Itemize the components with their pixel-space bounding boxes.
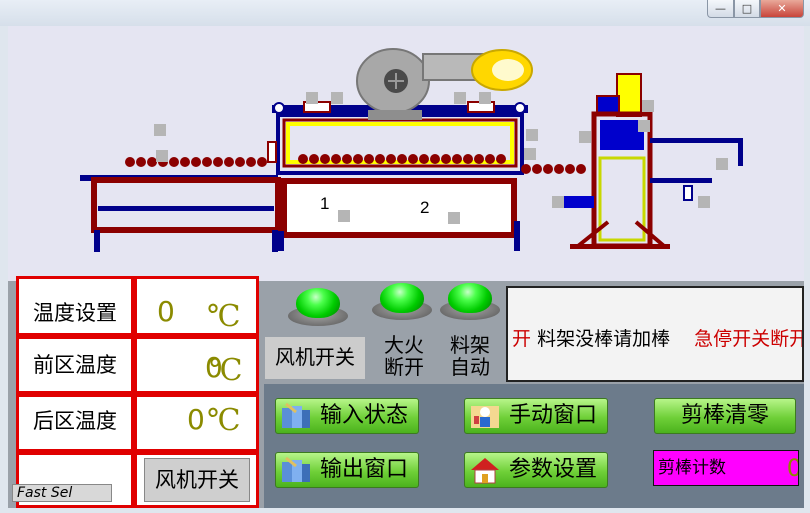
- parameter-settings-button[interactable]: 参数设置: [464, 452, 608, 488]
- input-status-icon: [282, 402, 310, 428]
- alarm-message-box: 开 料架没棒请加棒 急停开关断开: [506, 286, 804, 382]
- temp-set-unit: ℃: [207, 299, 241, 334]
- output-window-icon: [282, 456, 310, 482]
- furnace-body: 1 2: [278, 178, 520, 251]
- alarm-message-text: 开 料架没棒请加棒 急停开关断开: [512, 324, 804, 351]
- front-zone-label-cell: 前区温度: [16, 336, 134, 394]
- fire-off-label: 大火 断开: [374, 334, 434, 378]
- maximize-button[interactable]: □: [734, 0, 760, 18]
- fan-switch-label[interactable]: 风机开关: [265, 337, 365, 379]
- front-zone-value-cell: 0 ℃: [134, 336, 259, 394]
- rack-auto-label: 料架 自动: [440, 334, 500, 378]
- rods: [125, 154, 586, 174]
- input-status-label: 输入状态: [320, 403, 409, 428]
- message-alarm: 急停开关断开: [694, 328, 804, 350]
- minimize-button[interactable]: —: [707, 0, 734, 18]
- clear-cut-count-button[interactable]: 剪棒清零: [654, 398, 796, 434]
- front-zone-label: 前区温度: [33, 353, 117, 377]
- manual-window-button[interactable]: 手动窗口: [464, 398, 608, 434]
- rear-zone-value-cell: 0 ℃: [134, 394, 259, 452]
- blower-fan: [356, 48, 533, 120]
- rack-auto-label-line1: 料架: [450, 333, 490, 357]
- rack-auto-label-line2: 自动: [450, 355, 490, 379]
- zone-1-label: 1: [320, 194, 329, 213]
- fire-off-label-line2: 断开: [384, 355, 424, 379]
- output-window-label: 输出窗口: [320, 457, 409, 482]
- fan-lamp-icon: [296, 288, 340, 318]
- position-markers: [154, 92, 728, 224]
- furnace-diagram-svg: 1 2: [80, 48, 743, 252]
- close-button[interactable]: ✕: [760, 0, 804, 18]
- fast-sel-button[interactable]: Fast Sel: [12, 484, 112, 502]
- home-icon: [471, 458, 499, 484]
- temp-set-label: 温度设置: [33, 301, 117, 325]
- manual-window-icon: [471, 406, 499, 428]
- message-prefix: 开: [512, 328, 532, 350]
- rod-cutter-machine: [564, 73, 743, 249]
- cut-counter-display: 剪棒计数 0: [653, 450, 799, 486]
- manual-window-label: 手动窗口: [509, 403, 598, 428]
- rear-zone-unit: ℃: [207, 403, 241, 438]
- rear-zone-value: 0: [187, 403, 205, 436]
- rack-lamp-icon: [448, 283, 492, 313]
- parameter-settings-label: 参数设置: [509, 457, 598, 482]
- cut-counter-value: 0: [787, 451, 798, 485]
- front-zone-unit: ℃: [209, 353, 243, 388]
- rear-zone-label-cell: 后区温度: [16, 394, 134, 452]
- cut-counter-label: 剪棒计数: [658, 458, 726, 478]
- left-conveyor-table: [80, 175, 281, 252]
- message-body: 料架没棒请加棒: [537, 328, 671, 350]
- output-window-button[interactable]: 输出窗口: [275, 452, 419, 488]
- temp-set-value-cell[interactable]: 0 ℃: [134, 276, 259, 336]
- fan-toggle-button[interactable]: 风机开关: [144, 458, 250, 502]
- temp-set-label-cell: 温度设置: [16, 276, 134, 336]
- rear-zone-label: 后区温度: [33, 409, 117, 433]
- zone-2-label: 2: [420, 198, 429, 217]
- front-zone-value: 0: [205, 351, 223, 384]
- fire-lamp-icon: [380, 283, 424, 313]
- input-status-button[interactable]: 输入状态: [275, 398, 419, 434]
- furnace-diagram: 1 2: [8, 26, 804, 281]
- fire-off-label-line1: 大火: [384, 333, 424, 357]
- title-bar: — □ ✕: [0, 0, 810, 26]
- temp-set-value: 0: [157, 295, 175, 328]
